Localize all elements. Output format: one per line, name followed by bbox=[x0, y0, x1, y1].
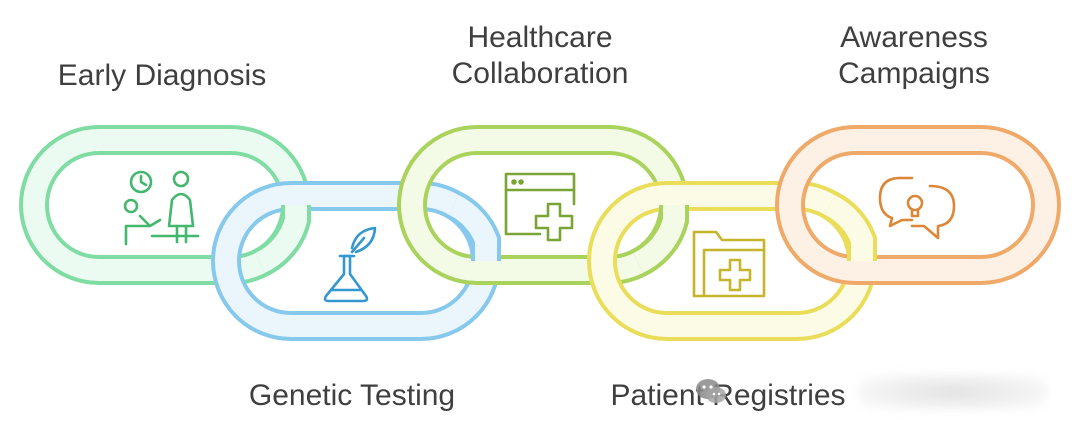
doctor-patient-icon bbox=[123, 170, 200, 246]
label-awareness-line-2: Campaigns bbox=[838, 57, 990, 90]
chat-lightbulb-icon bbox=[878, 176, 956, 240]
chain-interlock-3 bbox=[631, 205, 689, 277]
label-early-diagnosis: Early Diagnosis bbox=[57, 59, 267, 92]
browser-medical-icon bbox=[504, 172, 576, 242]
chat-logo-icon bbox=[696, 379, 726, 403]
flask-leaf-icon bbox=[323, 226, 377, 303]
medical-folder-icon bbox=[692, 230, 766, 298]
blurred-watermark bbox=[858, 374, 1048, 410]
chain-interlock-2 bbox=[446, 191, 501, 261]
label-awareness-line-1: Awareness bbox=[840, 21, 988, 54]
label-awareness-campaigns: Awareness Campaigns bbox=[806, 20, 1022, 92]
label-healthcare-line-1: Healthcare bbox=[467, 21, 613, 54]
chain-interlock-1 bbox=[253, 205, 311, 277]
chain-interlock-4 bbox=[822, 191, 877, 261]
chain-link-awareness-campaigns bbox=[775, 125, 1061, 285]
label-patient-registries: Patient Registries bbox=[610, 379, 846, 412]
label-genetic-testing: Genetic Testing bbox=[248, 379, 456, 412]
label-healthcare-line-2: Collaboration bbox=[451, 57, 629, 90]
label-healthcare-collaboration: Healthcare Collaboration bbox=[420, 20, 660, 92]
